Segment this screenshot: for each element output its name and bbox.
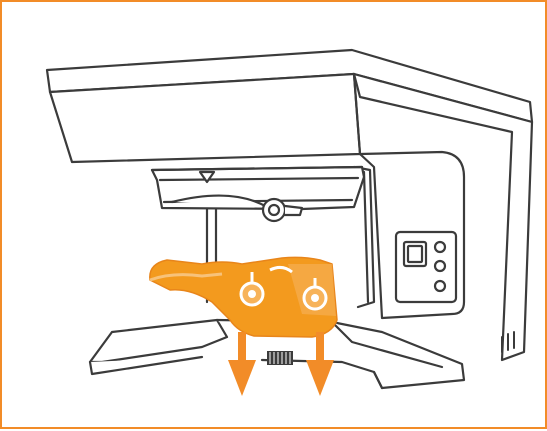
adjust-knob (268, 352, 292, 364)
control-button-1 (435, 242, 445, 252)
dispensing-head (152, 167, 364, 221)
control-button-2 (435, 261, 445, 271)
control-button-3 (435, 281, 445, 291)
control-panel (396, 232, 456, 302)
